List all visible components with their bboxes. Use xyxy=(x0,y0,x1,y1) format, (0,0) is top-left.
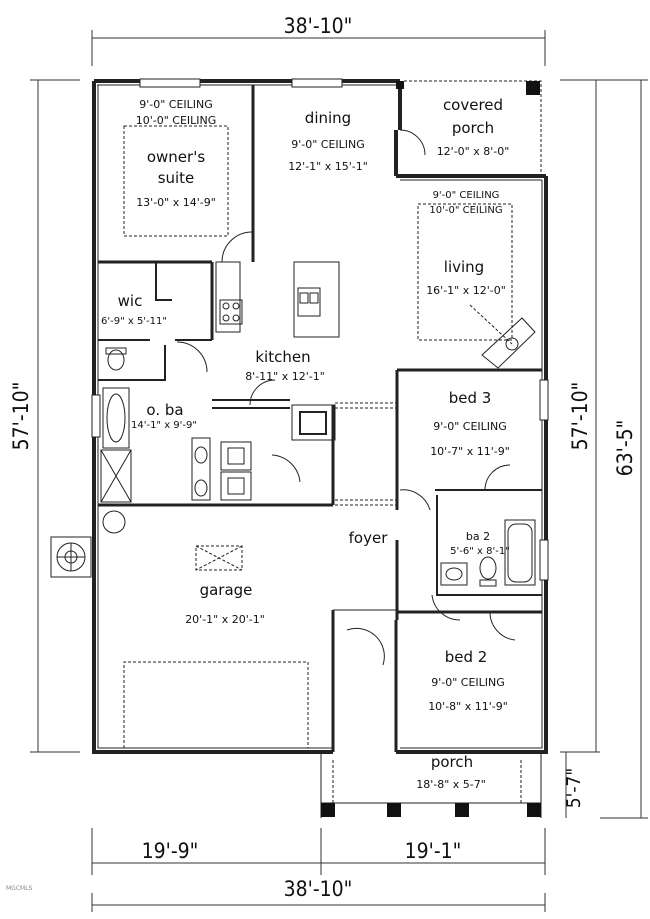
dim-left-depth: 57'-10" xyxy=(9,382,33,451)
owners-ceiling-label-1: 9'-0" CEILING xyxy=(139,98,213,111)
owners-bath-fixtures xyxy=(100,347,211,503)
owners-suite-name-1: owner's xyxy=(147,148,205,166)
dim-bottom-width: 38'-10" xyxy=(284,877,353,901)
wic-size: 6'-9" x 5'-11" xyxy=(101,316,167,327)
bed3-size: 10'-7" x 11'-9" xyxy=(430,445,510,458)
owners-bath-name: o. ba xyxy=(146,401,183,419)
dim-right-depth: 57'-10" xyxy=(568,382,592,451)
covered-porch-name-2: porch xyxy=(452,119,494,137)
bath2-name: ba 2 xyxy=(466,530,490,543)
dim-top-width: 38'-10" xyxy=(284,14,353,38)
covered-porch-outline xyxy=(396,80,542,176)
beam-lines xyxy=(332,402,397,506)
owners-ceiling-label-2: 10'-0" CEILING xyxy=(136,114,217,127)
living-name: living xyxy=(444,258,484,276)
living-ceiling-2: 10'-0" CEILING xyxy=(429,205,502,216)
dim-porch-depth: 5'-7" xyxy=(563,768,585,808)
covered-porch-size: 12'-0" x 8'-0" xyxy=(437,145,510,158)
kitchen-name: kitchen xyxy=(255,348,310,366)
dining-size: 12'-1" x 15'-1" xyxy=(288,160,368,173)
exterior-walls xyxy=(92,79,548,754)
door-swings xyxy=(176,129,516,666)
dim-bottom-left: 19'-9" xyxy=(142,839,199,863)
owners-suite-name-2: suite xyxy=(158,169,195,187)
dim-bottom-right: 19'-1" xyxy=(405,839,462,863)
garage-size: 20'-1" x 20'-1" xyxy=(185,613,265,626)
garage-name: garage xyxy=(200,581,253,599)
ac-unit-icon xyxy=(50,536,92,578)
wic-name: wic xyxy=(118,292,143,310)
porch-size: 18'-8" x 5-7" xyxy=(416,778,486,791)
watermark: MGCMLS xyxy=(6,885,33,892)
foyer-name: foyer xyxy=(349,529,389,547)
garage-fixtures xyxy=(102,510,309,748)
interior-walls xyxy=(98,85,542,620)
bath2-fixtures xyxy=(440,519,536,587)
owners-bath-size: 14'-1" x 9'-9" xyxy=(131,420,197,431)
bed2-ceiling: 9'-0" CEILING xyxy=(431,676,505,689)
laundry-fixtures xyxy=(220,441,252,501)
dimension-lines xyxy=(30,30,648,912)
kitchen-fixtures xyxy=(215,261,340,338)
owners-suite-size: 13'-0" x 14'-9" xyxy=(136,196,216,209)
bed3-name: bed 3 xyxy=(449,389,492,407)
fireplace-icon xyxy=(469,304,536,369)
dining-ceiling: 9'-0" CEILING xyxy=(291,138,365,151)
living-tray-ceiling xyxy=(417,203,513,341)
bed2-size: 10'-8" x 11'-9" xyxy=(428,700,508,713)
windows xyxy=(91,78,549,581)
porch-name: porch xyxy=(431,753,473,771)
kitchen-size: 8'-11" x 12'-1" xyxy=(245,370,325,383)
front-porch xyxy=(320,752,542,818)
dining-name: dining xyxy=(305,109,351,127)
owners-tray-ceiling xyxy=(123,125,229,237)
covered-porch-name-1: covered xyxy=(443,96,503,114)
bath2-size: 5'-6" x 8'-1" xyxy=(450,546,510,557)
bed3-ceiling: 9'-0" CEILING xyxy=(433,420,507,433)
living-size: 16'-1" x 12'-0" xyxy=(426,284,506,297)
dim-overall-depth: 63'-5" xyxy=(613,420,637,477)
living-ceiling-1: 9'-0" CEILING xyxy=(433,190,500,201)
bed2-name: bed 2 xyxy=(445,648,488,666)
